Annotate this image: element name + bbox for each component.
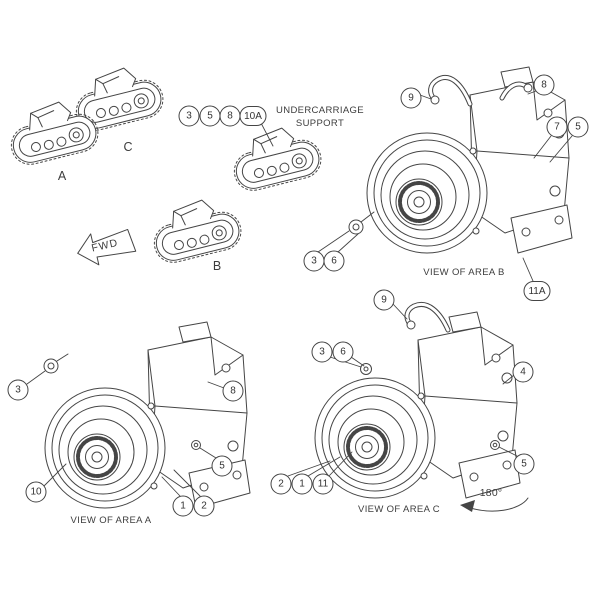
rotation-180-label: 180° xyxy=(479,487,503,499)
track-a-label: A xyxy=(57,169,67,183)
view-of-area-b-label: VIEW OF AREA B xyxy=(423,267,505,278)
hose-area-b xyxy=(428,75,533,107)
track-c-label: C xyxy=(123,140,133,154)
callout-8-area-support: 8 xyxy=(219,105,241,127)
callout-3-area-support: 3 xyxy=(178,105,200,127)
callout-2-area-a: 2 xyxy=(193,495,215,517)
callout-9-area-c: 9 xyxy=(373,289,395,311)
fwd-arrow-icon xyxy=(77,228,137,266)
callout-8-area-b: 8 xyxy=(533,74,555,96)
callout-6-area-c: 6 xyxy=(332,341,354,363)
callout-3-area-a: 3 xyxy=(7,379,29,401)
callout-5-area-c: 5 xyxy=(513,453,535,475)
callout-3-area-c: 3 xyxy=(311,341,333,363)
callout-3-area-b: 3 xyxy=(303,250,325,272)
callout-10a-area-support: 10A xyxy=(239,106,267,126)
callout-5-area-support: 5 xyxy=(199,105,221,127)
callout-7-area-b: 7 xyxy=(546,116,568,138)
callout-5-area-b: 5 xyxy=(567,116,589,138)
callout-1-area-a: 1 xyxy=(172,495,194,517)
callout-8-area-a: 8 xyxy=(222,380,244,402)
callout-9-area-b: 9 xyxy=(400,87,422,109)
hose-area-c xyxy=(404,302,451,333)
callout-10-area-a: 10 xyxy=(25,481,47,503)
callout-11a-area-b: 11A xyxy=(523,281,551,301)
callout-6-area-b: 6 xyxy=(323,250,345,272)
view-of-area-a-label: VIEW OF AREA A xyxy=(70,515,152,526)
fitting-parts xyxy=(43,211,500,450)
undercarriage-support-label: UNDERCARRIAGE SUPPORT xyxy=(276,105,364,130)
view-of-area-c-label: VIEW OF AREA C xyxy=(358,504,440,515)
callout-5-area-a: 5 xyxy=(211,455,233,477)
callout-2-area-c: 2 xyxy=(270,473,292,495)
callout-11-area-c: 11 xyxy=(312,473,334,495)
callout-4-area-c: 4 xyxy=(512,361,534,383)
rotation-arrow-icon xyxy=(460,497,529,512)
callout-1-area-c: 1 xyxy=(291,473,313,495)
track-b-label: B xyxy=(212,259,222,273)
